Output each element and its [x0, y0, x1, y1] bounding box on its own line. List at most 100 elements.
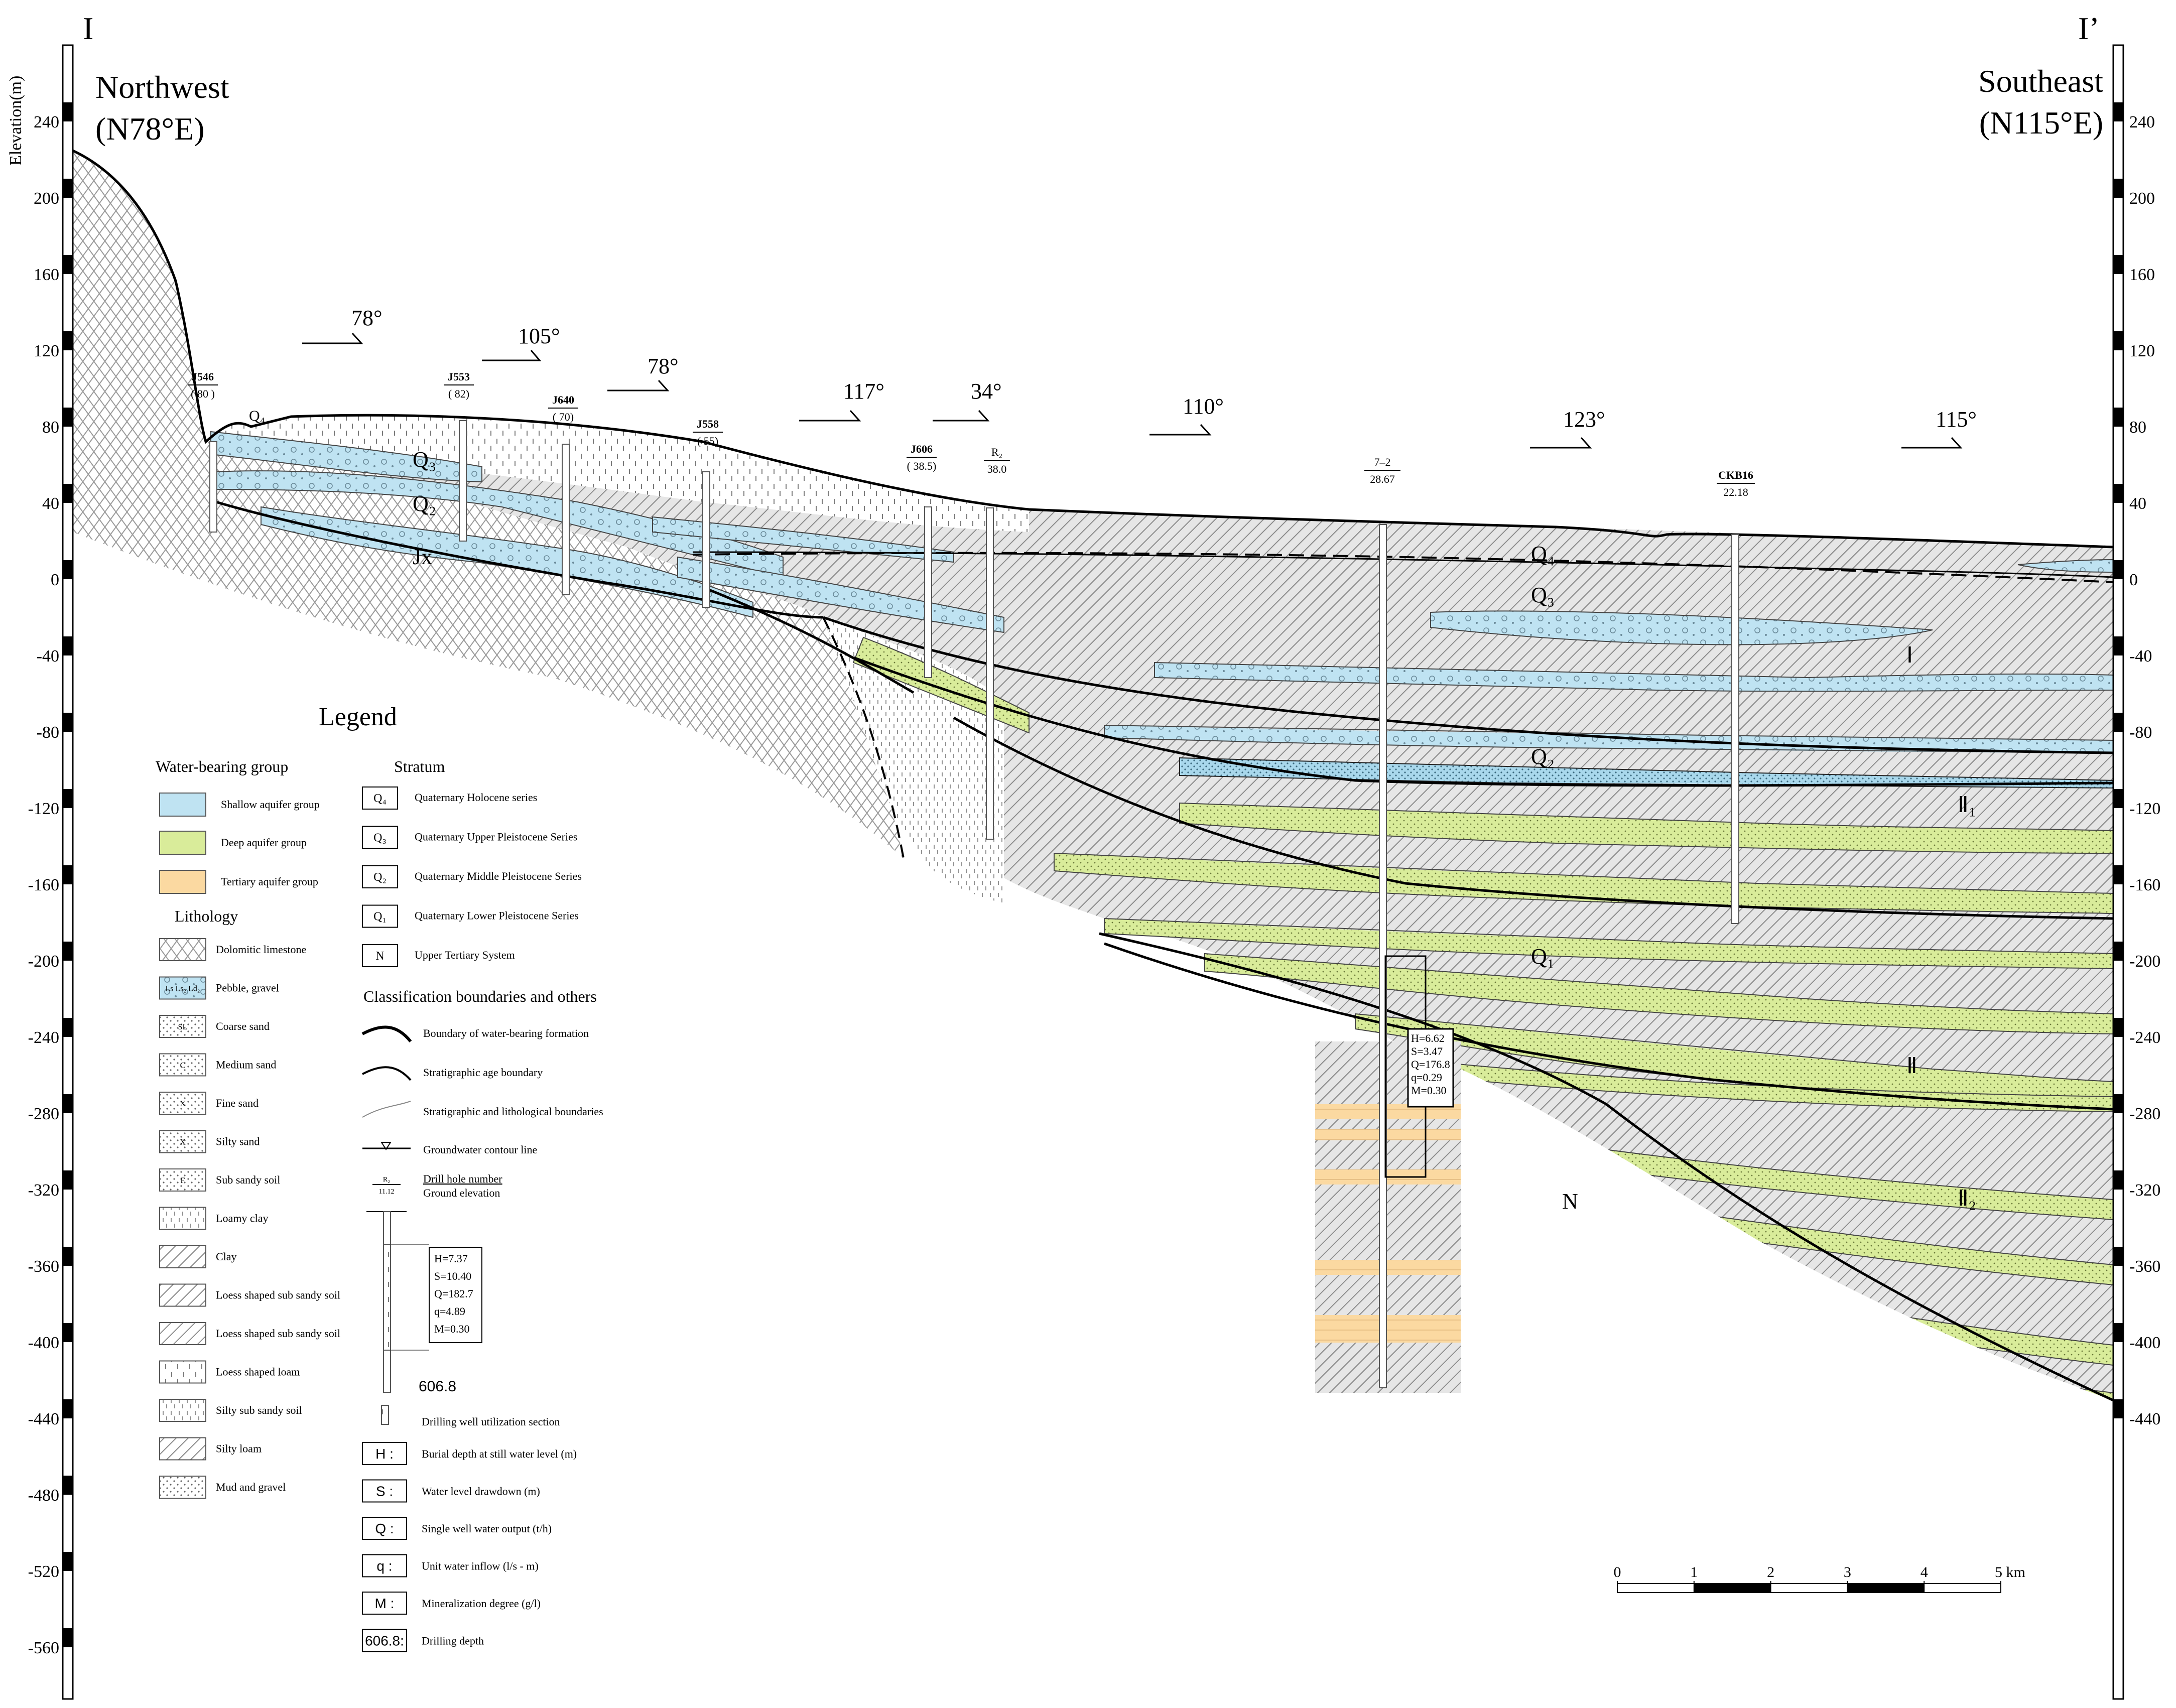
elevation-tick-label: 0 — [51, 571, 59, 589]
svg-text:M=0.30: M=0.30 — [434, 1323, 469, 1335]
stratum-label: Quaternary Holocene series — [415, 791, 537, 804]
lithology-item: Loess shaped sub sandy soil — [159, 1283, 340, 1307]
left-elevation-ticks: 24020016012080400-40-80-120-160-200-240-… — [28, 102, 73, 1657]
elevation-tick-label: -120 — [28, 800, 59, 818]
axis-band — [63, 1399, 73, 1418]
abbreviation-symbol: S : — [376, 1484, 393, 1499]
elevation-tick-label: -280 — [2129, 1105, 2160, 1123]
svg-text:J606: J606 — [911, 443, 933, 455]
well-J546: J546 ( 80 ) — [188, 370, 218, 400]
elevation-tick-label: -480 — [28, 1486, 59, 1505]
abbreviation-item: 606.8: Drilling depth — [362, 1629, 484, 1652]
test-h: H=6.62 — [1411, 1032, 1445, 1044]
stratum-code: Q₁ — [373, 910, 387, 924]
elevation-tick-label: 200 — [2129, 189, 2155, 208]
svg-text:Q=182.7: Q=182.7 — [434, 1287, 473, 1300]
unit-q4: Q₄ — [1531, 542, 1555, 566]
borehole-J640 — [562, 444, 570, 595]
svg-text:J546: J546 — [192, 370, 214, 383]
axis-band — [63, 484, 73, 503]
svg-text:( 80 ): ( 80 ) — [191, 387, 215, 400]
svg-text:7–2: 7–2 — [1374, 456, 1391, 468]
abbreviation-symbol: M : — [375, 1596, 395, 1611]
axis-band — [2113, 1323, 2123, 1342]
svg-text:Stratigraphic and lithological: Stratigraphic and lithological boundarie… — [423, 1105, 603, 1118]
unit-jx: Jx — [413, 545, 432, 569]
stratum-label: Upper Tertiary System — [415, 949, 515, 961]
axis-band — [2113, 1247, 2123, 1266]
formation-boundaries — [215, 500, 2114, 1402]
lithology-label: Loess shaped sub sandy soil — [216, 1289, 340, 1301]
age-boundary-dashed-2 — [822, 617, 905, 859]
class-age-boundary: Stratigraphic age boundary — [362, 1066, 543, 1081]
axis-band — [63, 179, 73, 198]
axis-band — [2113, 1094, 2123, 1113]
axis-band — [63, 1018, 73, 1037]
axis-band — [2113, 789, 2123, 808]
test-s: S=3.47 — [1411, 1045, 1443, 1058]
lithology-item: Loess shaped sub sandy soil — [159, 1322, 340, 1345]
elevation-tick-label: -240 — [2129, 1028, 2160, 1047]
lithology-item: Loamy clay — [159, 1207, 268, 1230]
axis-band — [2113, 560, 2123, 579]
well-headers: J546 ( 80 ) J553 ( 82) J640 ( 70) J558 (… — [188, 370, 1755, 498]
left-axis: 24020016012080400-40-80-120-160-200-240-… — [28, 44, 74, 1700]
axis-band — [63, 713, 73, 732]
axis-band — [63, 865, 73, 884]
elevation-tick-label: -440 — [28, 1410, 59, 1428]
abbreviation-item: S :Water level drawdown (m) — [362, 1479, 540, 1503]
shallow-aquifer-lens — [210, 431, 482, 483]
class-litho-boundary: Stratigraphic and lithological boundarie… — [362, 1101, 603, 1118]
axis-band — [63, 331, 73, 350]
southeast-bearing: (N115°E) — [1979, 105, 2103, 141]
elevation-tick-label: -160 — [28, 876, 59, 894]
stratum-item: Q₁ Quaternary Lower Pleistocene Series — [362, 904, 579, 928]
elevation-tick-label: -200 — [2129, 952, 2160, 971]
legend-water-2: Deep aquifer group — [159, 831, 307, 855]
right-elevation-ticks: 24020016012080400-40-80-120-160-200-240-… — [2113, 102, 2160, 1428]
shallow-aquifer-lens — [1430, 610, 1933, 645]
elevation-tick-label: 120 — [34, 342, 59, 360]
elevation-tick-label: 80 — [42, 418, 59, 437]
well-J558: J558 ( 55) — [693, 418, 723, 447]
axis-band — [2113, 1399, 2123, 1418]
angle-label: 110° — [1183, 394, 1224, 419]
unit-q2: Q₂ — [413, 491, 436, 516]
legend-water-1: Shallow aquifer group — [159, 793, 320, 817]
abbreviation-item: Q :Single well water output (t/h) — [362, 1517, 552, 1540]
shallow-aquifer-lens — [677, 556, 1004, 633]
svg-text:22.18: 22.18 — [1723, 486, 1748, 498]
unit-q3: Q₃ — [413, 447, 436, 472]
tertiary-aquifer-lens — [1315, 1315, 1461, 1343]
legend-water-3: Tertiary aquifer group — [159, 870, 318, 894]
aquifer-ii2-label: Ⅱ₂ — [1958, 1186, 1976, 1211]
lithology-label: Dolomitic limestone — [216, 943, 306, 956]
aquifer-ii-label: Ⅱ — [1906, 1054, 1917, 1078]
northwest-label: Northwest — [95, 69, 229, 105]
axis-band — [63, 789, 73, 808]
tertiary-aquifer-lens — [1315, 1260, 1461, 1275]
lithology-item: Clay — [159, 1245, 237, 1268]
axis-band — [2113, 942, 2123, 961]
abbreviation-label: Drilling depth — [422, 1635, 484, 1647]
abbreviation-symbol: q : — [376, 1558, 392, 1574]
stratum-label: Quaternary Lower Pleistocene Series — [415, 909, 579, 922]
lithology-label: Clay — [216, 1250, 237, 1263]
abbreviation-label: Mineralization degree (g/l) — [422, 1597, 541, 1610]
abbreviation-symbol: 606.8: — [365, 1633, 404, 1649]
direction-symbols — [302, 332, 1963, 449]
angle-label: 105° — [518, 324, 560, 348]
stratum-title: Stratum — [394, 757, 445, 775]
scale-label: 3 — [1844, 1564, 1851, 1581]
elevation-tick-label: 240 — [2129, 113, 2155, 132]
svg-text:( 82): ( 82) — [448, 387, 469, 400]
northwest-bearing: (N78°E) — [95, 111, 205, 147]
svg-text:Boundary of water-bearing form: Boundary of water-bearing formation — [423, 1027, 589, 1039]
lithology-label: Loess shaped sub sandy soil — [216, 1327, 340, 1340]
dolomitic-limestone-unit — [73, 151, 904, 858]
